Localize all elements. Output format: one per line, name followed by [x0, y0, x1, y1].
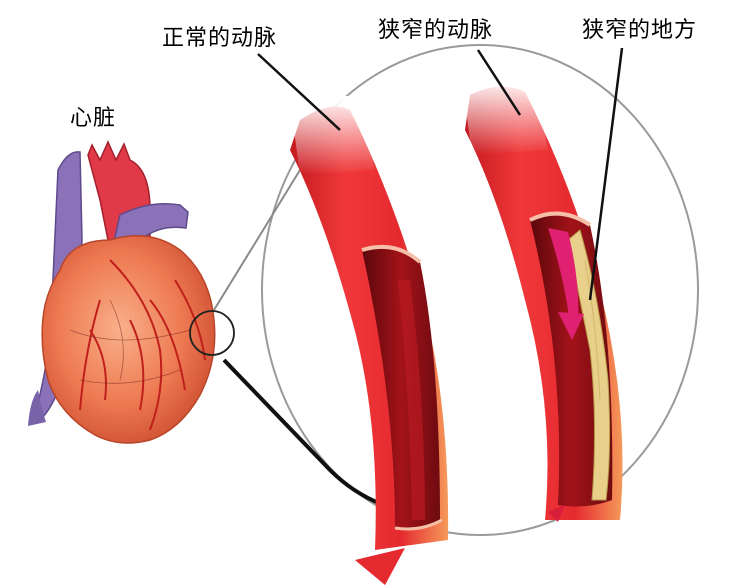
label-narrowed-place: 狭窄的地方 — [582, 12, 697, 44]
heart-illustration — [28, 142, 234, 443]
leader-narrowed-place — [590, 48, 622, 300]
label-normal-artery: 正常的动脉 — [162, 20, 277, 52]
label-heart: 心脏 — [70, 100, 116, 132]
narrowed-artery-illustration — [462, 78, 623, 522]
label-narrowed-artery: 狭窄的动脉 — [378, 12, 493, 44]
magnifier-connector-top — [214, 170, 300, 310]
heart-body — [42, 236, 215, 443]
normal-artery-illustration — [290, 95, 448, 585]
